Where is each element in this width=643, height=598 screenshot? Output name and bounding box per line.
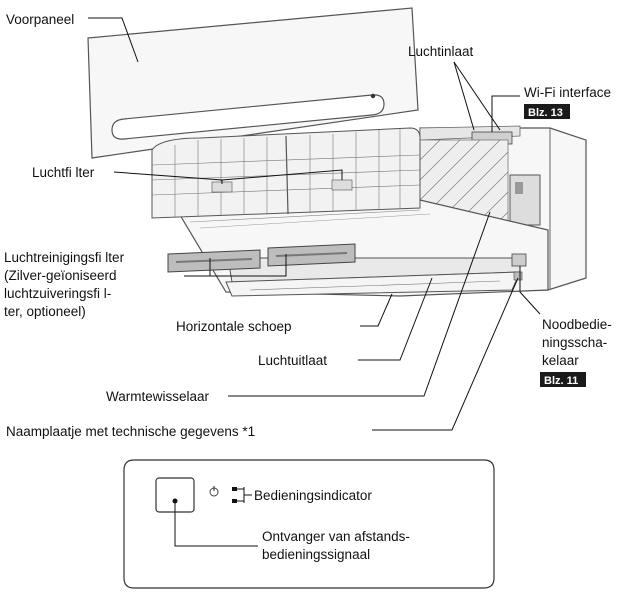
label-cleaning-filter-3: luchtzuiveringsfi l- (4, 286, 111, 301)
label-cleaning-filter-2: (Zilver-geïoniseerd (4, 268, 117, 283)
horizontal-vane (225, 271, 521, 297)
label-horizontal-vane: Horizontale schoep (176, 319, 292, 334)
label-cleaning-filter-4: ter, optioneel) (4, 304, 86, 319)
indicator-lamps-icon (232, 487, 252, 503)
badge-wifi-page-text: Blz. 13 (528, 107, 563, 119)
label-air-filter: Luchtfi lter (32, 165, 95, 180)
label-emergency-3: kelaar (542, 353, 579, 368)
front-panel (87, 7, 419, 159)
label-cleaning-filter-1: Luchtreinigingsfi lter (4, 250, 125, 265)
leader-lines (88, 17, 541, 431)
label-air-inlet: Luchtinlaat (408, 44, 474, 59)
air-cleaning-filters (167, 243, 356, 273)
label-receiver-2: bedieningssignaal (262, 547, 370, 562)
emergency-switch (511, 253, 527, 267)
label-receiver-1: Ontvanger van afstands- (262, 529, 410, 544)
label-emergency-2: ningsscha- (542, 335, 607, 350)
label-emergency-1: Noodbedie- (542, 317, 612, 332)
display-detail-box: Bedieningsindicator Ontvanger van afstan… (123, 459, 495, 589)
label-wifi-interface: Wi-Fi interface (524, 85, 611, 100)
badge-emergency-page: Blz. 11 (540, 372, 586, 387)
badge-emergency-page-text: Blz. 11 (544, 375, 578, 387)
label-air-outlet: Luchtuitlaat (258, 353, 327, 368)
label-operation-indicator: Bedieningsindicator (254, 488, 372, 503)
label-heat-exchanger: Warmtewisselaar (106, 389, 210, 404)
power-icon (209, 486, 219, 497)
label-front-panel: Voorpaneel (6, 12, 74, 27)
badge-wifi-page: Blz. 13 (524, 104, 570, 119)
air-filter (151, 127, 421, 219)
label-nameplate: Naamplaatje met technische gegevens *1 (6, 424, 255, 439)
